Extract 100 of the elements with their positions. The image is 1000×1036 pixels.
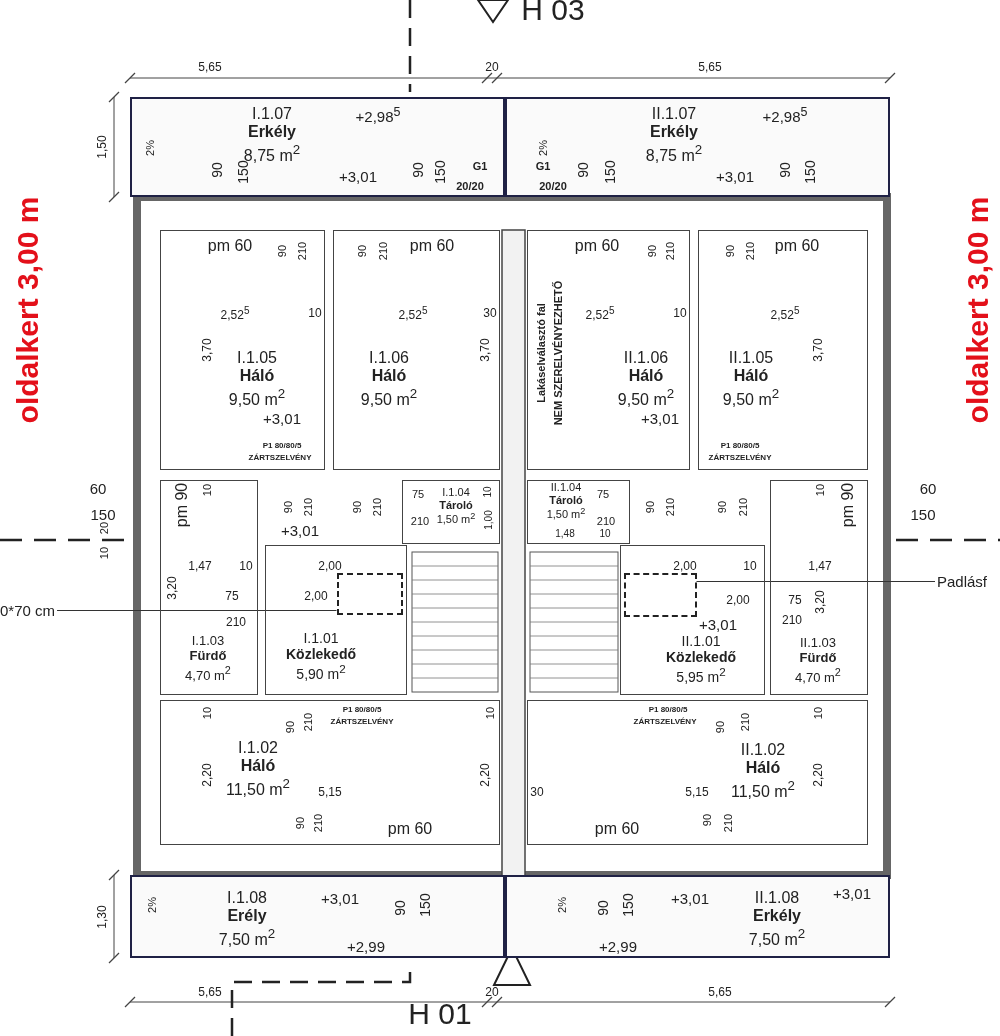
- dimension-text: 2,00: [673, 560, 697, 572]
- dimension-text: 5,15: [318, 786, 342, 798]
- column-label: G1: [535, 160, 551, 172]
- dimension-text: 210: [410, 515, 430, 527]
- dimension-text: 210: [739, 712, 751, 732]
- dimension-text: 5,65: [198, 986, 222, 998]
- room-number: I.1.04: [441, 485, 471, 499]
- dimension-text: 90: [210, 162, 224, 178]
- room-area: 7,50 m$^{2}$: [218, 926, 276, 949]
- dimension-text: 150: [803, 160, 817, 184]
- dimension-text: 10: [239, 560, 253, 572]
- beam-label: P1 80/80/5: [648, 706, 688, 714]
- room-number: II.1.03: [798, 636, 838, 652]
- dimension-text: 210: [226, 616, 246, 628]
- room-number: I.1.05: [236, 349, 278, 368]
- slope-text: 2%: [556, 897, 568, 913]
- dimension-text: 20: [485, 986, 499, 998]
- dimension-text: 210: [782, 614, 802, 626]
- room-number: I.1.03: [190, 634, 226, 650]
- room-area: 5,90 m$^{2}$: [286, 662, 356, 682]
- dimension-text: 10: [673, 307, 687, 319]
- room-name: Közlekedő: [666, 649, 736, 666]
- dimension-text: 210: [664, 241, 676, 261]
- room-number: II.1.02: [739, 741, 787, 760]
- dimension-text: 90: [393, 900, 407, 916]
- elevation-text: +2,98$^{5}$: [762, 106, 808, 124]
- beam-label: ZÁRTSZELVÉNY: [248, 454, 312, 462]
- room-outline: [527, 700, 868, 845]
- room-name: Fürdő: [798, 651, 838, 667]
- dimension-text: 3,70: [201, 338, 213, 362]
- attic-hatch: [623, 572, 697, 617]
- dimension-text: 210: [596, 515, 616, 527]
- beam-label: ZÁRTSZELVÉNY: [330, 718, 394, 726]
- wall-note: NEM SZERELVÉNYEZHETŐ: [552, 280, 564, 426]
- dimension-text: 90: [644, 500, 656, 514]
- dimension-text: 10: [484, 706, 496, 720]
- elevation-text: +3,01: [699, 616, 737, 632]
- beam-label: P1 80/80/5: [720, 442, 760, 450]
- elevation-text: +3,01: [281, 522, 319, 538]
- room-area: 9,50 m$^{2}$: [228, 386, 286, 409]
- dimension-text: 210: [302, 497, 314, 517]
- dimension-text: 150: [910, 506, 936, 522]
- window-label: pm 60: [594, 821, 640, 837]
- dimension-text: 10: [483, 486, 493, 498]
- dimension-text: 2,52$^{5}$: [585, 305, 615, 321]
- dimension-text: 2,52$^{5}$: [220, 305, 250, 321]
- room-number: II.1.07: [650, 105, 698, 124]
- dimension-text: 2,00: [726, 594, 750, 606]
- window-label: pm 60: [409, 238, 455, 254]
- dimension-text: 90: [276, 244, 288, 258]
- dimension-text: 1,48: [555, 529, 575, 539]
- room-number: II.1.04: [549, 480, 583, 494]
- dimension-text: 60: [919, 480, 937, 496]
- dimension-text: 90: [724, 244, 736, 258]
- dimension-text: 75: [225, 590, 239, 602]
- room-name: Háló: [239, 757, 277, 777]
- dimension-text: 210: [302, 712, 314, 732]
- room-area: 11,50 m$^{2}$: [226, 776, 290, 799]
- elevation-text: +3,01: [321, 890, 359, 906]
- room-area: 11,50 m$^{2}$: [731, 778, 795, 801]
- beam-label: P1 80/80/5: [342, 706, 382, 714]
- elevation-text: +3,01: [833, 885, 871, 901]
- dimension-text: 75: [411, 488, 425, 500]
- dimension-text: 10: [201, 483, 213, 497]
- dimension-text: 10: [308, 307, 322, 319]
- setback-label: oldalkert 3,00 m: [13, 196, 43, 424]
- dimension-text: 210: [744, 241, 756, 261]
- column-label: G1: [472, 160, 488, 172]
- room-number: I.1.08: [226, 889, 268, 908]
- room-name: Erély: [226, 907, 268, 927]
- dimension-text: 210: [296, 241, 308, 261]
- leader-line: [56, 610, 337, 611]
- room-outline: [160, 480, 258, 695]
- dimension-text: 210: [722, 813, 734, 833]
- wall-note: Lakáselválasztó fal: [535, 303, 547, 403]
- dimension-text: 90: [294, 816, 306, 830]
- dimension-text: 150: [433, 160, 447, 184]
- dimension-text: 90: [646, 244, 658, 258]
- dimension-text: 10: [201, 706, 213, 720]
- dimension-text: 3,20: [166, 576, 178, 600]
- dimension-text: 90: [356, 244, 368, 258]
- dimension-text: 210: [312, 813, 324, 833]
- beam-label: P1 80/80/5: [262, 442, 302, 450]
- beam-label: ZÁRTSZELVÉNY: [633, 718, 697, 726]
- room-name: Háló: [238, 367, 276, 387]
- dimension-text: 2,20: [812, 763, 824, 787]
- room-outline: [698, 230, 868, 470]
- balcony-outline: [130, 875, 505, 958]
- attic-hatch: [336, 572, 403, 615]
- dimension-text: 10: [98, 546, 110, 560]
- leader-line: [696, 581, 936, 582]
- room-number: I.1.01: [302, 630, 340, 647]
- room-name: Háló: [370, 367, 408, 387]
- dimension-text: 1,47: [188, 560, 212, 572]
- callout-text: Padlásf: [937, 574, 988, 589]
- dimension-text: 3,70: [479, 338, 491, 362]
- dimension-text: 150: [90, 506, 116, 522]
- dimension-text: 5,65: [198, 61, 222, 73]
- dimension-text: 90: [351, 500, 363, 514]
- window-label: pm 90: [174, 482, 190, 528]
